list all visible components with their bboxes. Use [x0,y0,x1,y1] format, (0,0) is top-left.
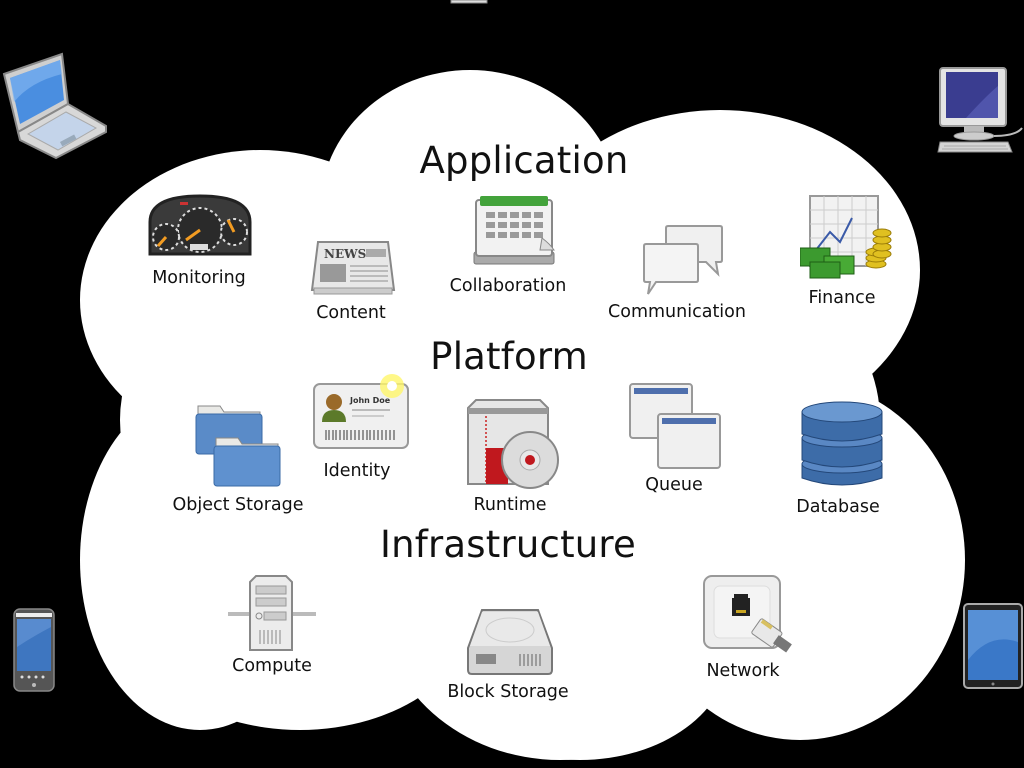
package-disc-icon [467,399,559,489]
tablet-icon [963,603,1023,689]
service-label-collaboration: Collaboration [449,276,567,296]
stacked-windows-icon [629,383,721,469]
server-tower-icon [228,575,316,651]
service-label-identity: Identity [323,461,391,481]
smartphone-icon [13,608,55,692]
desktop-computer-icon [937,67,1023,153]
service-label-database: Database [796,497,880,517]
service-label-block-storage: Block Storage [447,682,569,702]
service-label-compute: Compute [232,656,312,676]
newspaper-icon: NEWS [310,241,396,295]
laptop-icon [2,52,107,160]
service-label-runtime: Runtime [473,495,547,515]
service-label-finance: Finance [808,288,876,308]
chat-bubbles-icon [643,225,723,295]
layer-title-application: Application [419,139,629,182]
layer-title-infrastructure: Infrastructure [380,523,636,566]
service-label-content: Content [316,303,386,323]
hard-drive-icon [467,609,553,675]
money-chart-icon [800,195,892,279]
ethernet-port-icon [703,575,792,653]
service-label-object-storage: Object Storage [172,495,304,515]
folders-icon [195,405,281,487]
svg-text:John Doe: John Doe [349,396,391,405]
service-label-monitoring: Monitoring [152,268,246,288]
dashboard-gauge-icon [148,194,252,256]
id-card-icon: John Doe [313,374,409,449]
svg-text:NEWS: NEWS [324,247,366,261]
service-label-network: Network [706,661,780,681]
service-label-queue: Queue [645,475,703,495]
server-icon [450,0,488,4]
layer-title-platform: Platform [430,335,588,378]
calendar-icon [473,196,555,265]
service-label-communication: Communication [608,302,746,322]
database-cylinder-icon [801,401,883,486]
